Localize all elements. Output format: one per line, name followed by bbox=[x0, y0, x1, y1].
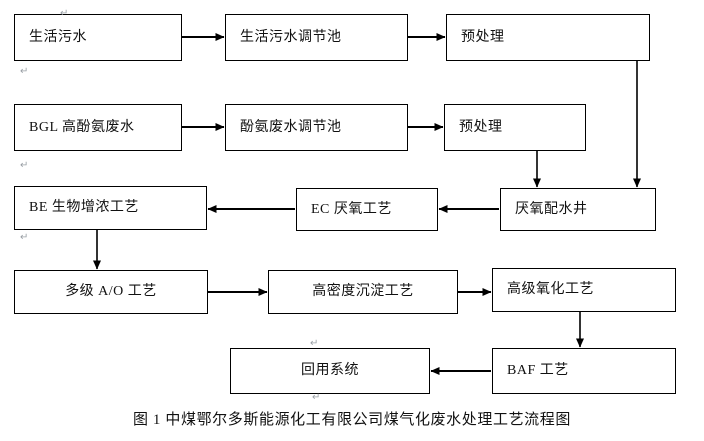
paragraph-mark-3: ↵ bbox=[20, 160, 29, 171]
paragraph-mark-2: ↵ bbox=[20, 66, 29, 77]
node-ec-anaerobic[interactable]: EC 厌氧工艺 bbox=[296, 188, 438, 231]
node-pretreatment-1[interactable]: 预处理 bbox=[446, 14, 650, 61]
node-label-high-density-settling: 高密度沉淀工艺 bbox=[312, 284, 414, 300]
node-be-bio-enrichment[interactable]: BE 生物增浓工艺 bbox=[14, 186, 207, 230]
node-domestic-sewage[interactable]: 生活污水 bbox=[14, 14, 182, 61]
node-domestic-equal-tank[interactable]: 生活污水调节池 bbox=[225, 14, 408, 61]
node-label-domestic-equal-tank: 生活污水调节池 bbox=[240, 29, 342, 45]
node-label-advanced-oxidation: 高级氧化工艺 bbox=[507, 282, 594, 298]
paragraph-mark-1: ↵ bbox=[60, 8, 69, 19]
node-label-be-bio-enrichment: BE 生物增浓工艺 bbox=[29, 200, 139, 216]
paragraph-mark-4: ↵ bbox=[20, 232, 29, 243]
node-anaerobic-water-well[interactable]: 厌氧配水井 bbox=[500, 188, 656, 231]
node-label-anaerobic-water-well: 厌氧配水井 bbox=[515, 201, 588, 217]
node-label-phenol-equal-tank: 酚氨废水调节池 bbox=[240, 119, 342, 135]
node-label-domestic-sewage: 生活污水 bbox=[29, 29, 87, 45]
node-high-density-settling[interactable]: 高密度沉淀工艺 bbox=[268, 270, 458, 314]
node-label-reuse-system: 回用系统 bbox=[301, 363, 359, 379]
node-label-pretreatment-1: 预处理 bbox=[461, 29, 505, 45]
node-pretreatment-2[interactable]: 预处理 bbox=[444, 104, 586, 151]
node-reuse-system[interactable]: 回用系统 bbox=[230, 348, 430, 394]
paragraph-mark-6: ↵ bbox=[312, 392, 321, 403]
node-label-baf-process: BAF 工艺 bbox=[507, 363, 569, 379]
node-phenol-equal-tank[interactable]: 酚氨废水调节池 bbox=[225, 104, 408, 151]
node-label-bgl-phenol-ammonia: BGL 高酚氨废水 bbox=[29, 119, 135, 135]
figure-caption: 图 1 中煤鄂尔多斯能源化工有限公司煤气化废水处理工艺流程图 bbox=[132, 412, 571, 428]
node-baf-process[interactable]: BAF 工艺 bbox=[492, 348, 676, 394]
paragraph-mark-5: ↵ bbox=[310, 338, 319, 349]
node-advanced-oxidation[interactable]: 高级氧化工艺 bbox=[492, 268, 676, 312]
node-label-ec-anaerobic: EC 厌氧工艺 bbox=[311, 201, 392, 217]
node-multistage-ao[interactable]: 多级 A/O 工艺 bbox=[14, 270, 208, 314]
node-bgl-phenol-ammonia[interactable]: BGL 高酚氨废水 bbox=[14, 104, 182, 151]
node-label-pretreatment-2: 预处理 bbox=[459, 119, 503, 135]
node-label-multistage-ao: 多级 A/O 工艺 bbox=[65, 284, 157, 300]
